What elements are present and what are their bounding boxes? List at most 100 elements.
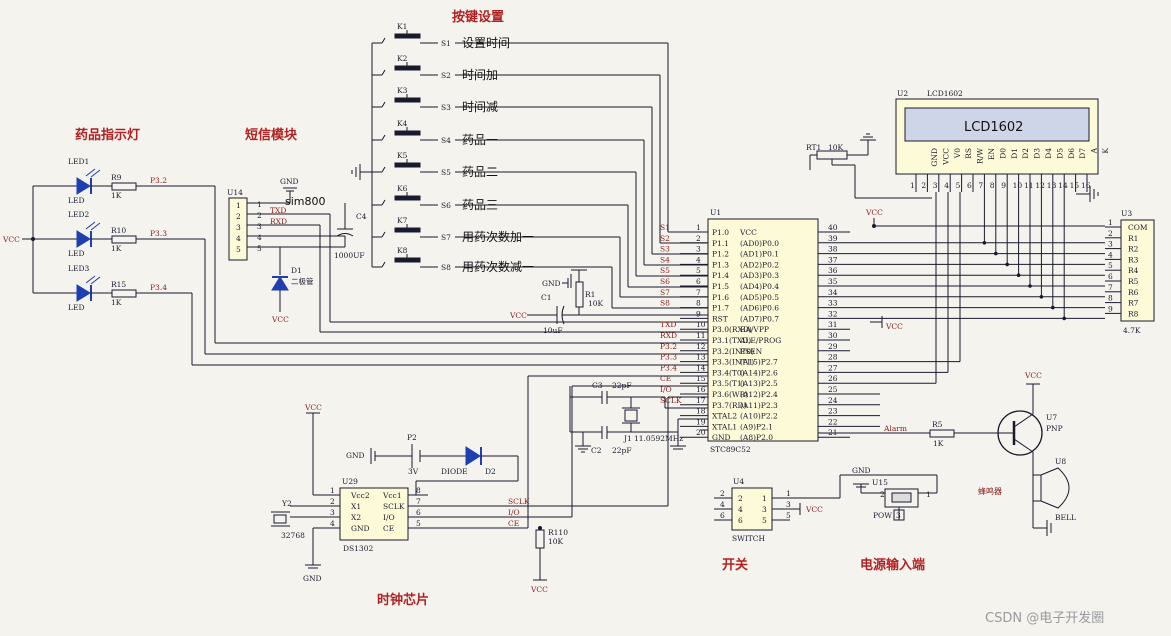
rpack-pin-8: 8R7 [1105,294,1139,308]
key-sw-1: S1 [441,39,451,48]
mcu-pin-num-28: 28 [828,353,838,362]
reset-cap-val: 10uF [543,326,563,335]
mcu-net-4: S4 [660,255,670,264]
gnd-power: GND [852,466,871,475]
mcu-net-1: S1 [660,223,670,232]
rpack-pin-num-9: 9 [1108,304,1113,313]
rtc-pin-num-6: 6 [416,508,421,517]
lcd-pin-num-9: 9 [1001,181,1006,190]
mcu-pin-name-37: (AD2)P0.2 [740,260,779,269]
c2-ref: C2 [591,446,602,455]
lcd-pin-num-12: 12 [1035,181,1045,190]
mcu-pin-name-18: XTAL2 [712,412,737,421]
rpack-body [1120,219,1155,322]
lcd-pin-name-5: R/W [976,148,985,164]
mcu-pin-name-30: ALE/PROG [739,336,781,345]
reset-cap-ref: C1 [541,293,552,302]
led-type-3: LED [68,303,84,312]
heading-switch: 开关 [722,557,748,573]
lcd-pin-num-1: 1 [910,181,915,190]
sms-rxd: RXD [270,217,287,226]
mcu-pin-name-21: (A8)P2.0 [740,433,773,442]
mcu-pin-1: 1P1.0S1 [660,223,729,237]
mcu-pin-name-4: P1.3 [712,260,729,269]
key-sw-8: S8 [441,263,451,272]
sms-pin-2: 2 [236,212,241,221]
vcc-mcu: VCC [865,208,883,217]
mcu-net-13: P3.3 [660,353,677,362]
lcd-pin-num-16: 16 [1081,181,1091,190]
mcu-pin-4: 4P1.3 S4 [660,255,729,269]
mcu-pin-name-19: XTAL1 [712,422,737,431]
vcc-reset: VCC [509,311,527,320]
rtc-diode-val: DIODE [441,467,468,476]
rpack-val: 4.7K [1123,326,1141,335]
lcd-pin-name-16: K [1101,148,1110,154]
sms-pin-5: 5 [236,245,241,254]
pullup-val: 10K [548,537,564,546]
sms-u14-body [228,197,248,261]
rtc-part: DS1302 [343,544,373,553]
mcu-u1: U1 STC89C52 1P1.0S12P1.1S23P1.2S34P1.3S4… [660,208,1105,454]
gnd-reset: GND [542,279,561,288]
lcd-pin-name-14: D7 [1078,148,1087,159]
rtc-pin-num-3: 3 [330,508,335,517]
rtc-pin-3: 3X2 [320,508,361,522]
mcu-pin-num-18: 18 [696,407,706,416]
pot-ref: RT1 [806,143,821,152]
mcu-pin-name-11: P3.1(TXD) [712,336,751,345]
rtc-pin-num-8: 8 [416,486,421,495]
buzzer-res-val: 1K [933,439,944,448]
mcu-pin-num-19: 19 [696,417,706,426]
rtc-xtal-ref: Y2 [281,499,292,508]
lcd-pin-num-3: 3 [933,181,938,190]
mcu-pin-name-40: VCC [739,228,757,237]
mcu-pin-num-35: 35 [828,277,838,286]
rpack-pin-name-7: R6 [1128,288,1139,297]
power-pin-2: 2 [880,490,885,499]
xtal-freq: 11.0592MHz [634,434,683,443]
mcu-pin-num-9: 9 [696,309,701,318]
mcu-pin-num-4: 4 [696,255,701,264]
heading-sms: 短信模块 [245,127,298,143]
mcu-pin-num-16: 16 [696,385,706,394]
mcu-net-2: S2 [660,234,670,243]
mcu-pin-name-22: (A9)P2.1 [740,422,773,431]
mcu-pin-24: 24(A11)P2.3 [740,396,850,410]
lcd-pin-num-4: 4 [944,181,949,190]
heading-keys: 按键设置 [452,9,504,25]
lcd-pin-name-10: D3 [1033,148,1042,159]
switch-pin-l-1: 2 [720,489,725,498]
svg-text:2: 2 [257,211,262,220]
switch-pin-r-2: 3 [786,500,791,509]
mcu-pin-name-16: P3.6(WR) [712,390,748,399]
rtc-pin-name-6: I/O [383,513,395,522]
mcu-pin-37: 37(AD2)P0.2 [740,255,850,269]
mcu-pin-num-36: 36 [828,266,838,275]
reset-circuit: VCC C1 10uF GND R1 10K [509,269,708,335]
mcu-pin-name-8: P1.7 [712,304,729,313]
lcd-pin-15: A15 [1070,147,1099,192]
rtc-diode-ref: D2 [485,467,496,476]
sms-cap-ref: C4 [356,212,367,221]
mcu-pin-28: 28(A15)P2.7 [740,353,850,367]
rtc-pin-num-5: 5 [416,519,421,528]
mcu-pin-name-5: P1.4 [712,271,729,280]
led-type-2: LED [68,249,84,258]
mcu-pin-num-40: 40 [828,223,838,232]
mcu-pin-name-2: P1.1 [712,239,729,248]
rtc-pin-num-1: 1 [330,486,335,495]
mcu-pin-num-5: 5 [696,266,701,275]
mcu-pin-name-1: P1.0 [712,228,729,237]
sms-ref: U14 [227,188,243,197]
